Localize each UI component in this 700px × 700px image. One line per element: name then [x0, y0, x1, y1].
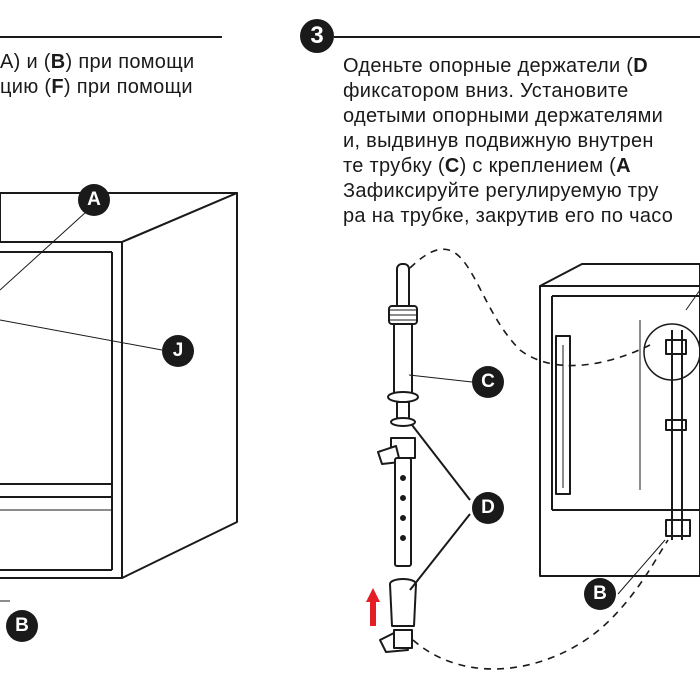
- left-line-2: цию (F) при помощи: [0, 76, 193, 98]
- rod-assembly-drawing: [377, 263, 419, 653]
- callout-a: A: [78, 184, 110, 216]
- left-line-1: А) и (В) при помощи: [0, 51, 195, 73]
- right-cabinet-drawing: [539, 263, 700, 577]
- right-header-rule: [334, 36, 700, 38]
- right-line-5: те трубку (С) с креплением (А: [343, 155, 631, 177]
- right-line-1: Оденьте опорные держатели (D: [343, 55, 649, 77]
- right-line-7: ра на трубке, закрутив его по часо: [343, 205, 674, 227]
- right-line-4: и, выдвинув подвижную внутрен: [343, 130, 654, 152]
- callout-b-right: B: [584, 578, 616, 610]
- right-instructions: Оденьте опорные держатели (D фиксатором …: [343, 54, 700, 229]
- right-line-6: Зафиксируйте регулируемую тру: [343, 180, 659, 202]
- callout-d: D: [472, 492, 504, 524]
- step-number-badge: 3: [300, 19, 334, 53]
- right-line-3: одетыми опорными держателями: [343, 105, 664, 127]
- right-line-2: фиксатором вниз. Установите: [343, 80, 629, 102]
- left-instructions: А) и (В) при помощи цию (F) при помощи: [0, 50, 226, 100]
- left-cabinet-drawing: [0, 192, 238, 602]
- callout-j: J: [162, 335, 194, 367]
- callout-c: C: [472, 366, 504, 398]
- left-header-rule: [0, 36, 222, 38]
- callout-b-left: B: [6, 610, 38, 642]
- dashed-connectors: [409, 248, 669, 670]
- red-up-arrow: [366, 588, 380, 626]
